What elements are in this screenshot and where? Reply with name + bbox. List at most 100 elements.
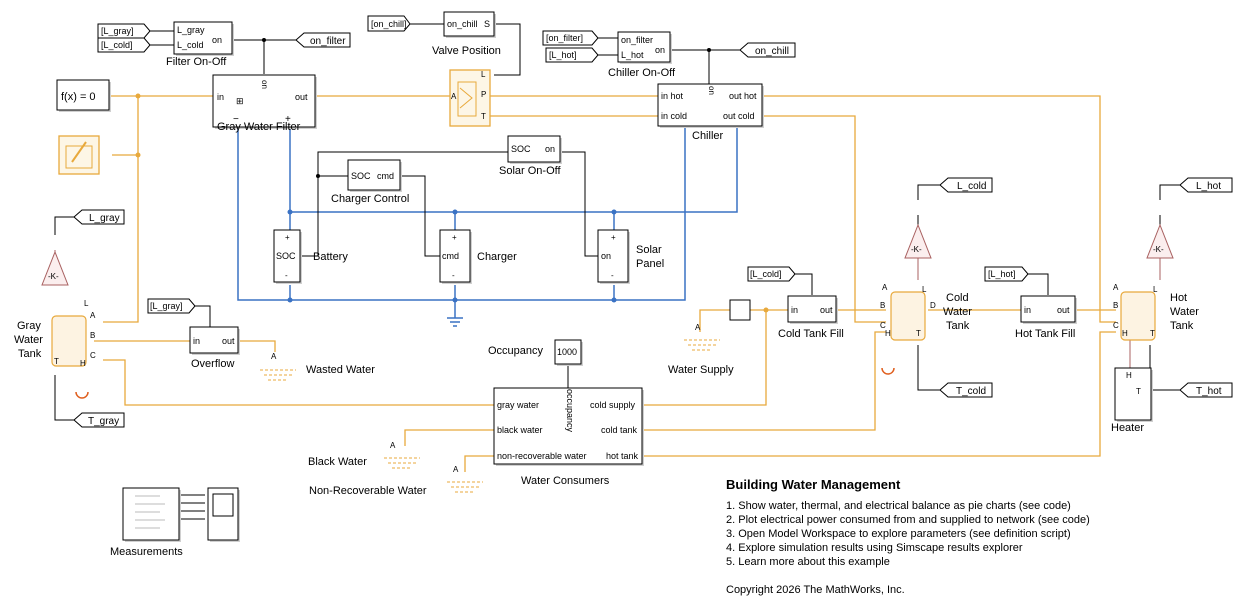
svg-text:T: T	[54, 357, 59, 366]
measurements-subsystem[interactable]: Measurements	[110, 487, 183, 558]
heater-label: Heater	[1111, 422, 1144, 434]
from-tag-l-hot-2[interactable]: [L_hot]	[984, 266, 1029, 282]
measurements-label: Measurements	[110, 546, 183, 558]
goto-tag-l-hot[interactable]: L_hot	[1179, 177, 1233, 193]
wasted-water-reservoir[interactable]: A Wasted Water	[260, 352, 375, 381]
from-tag-on-filter[interactable]: [on_filter]	[542, 30, 599, 46]
valve-position-block[interactable]: on_chill S Valve Position	[432, 11, 501, 57]
charger-control-block[interactable]: SOC cmd Charger Control	[331, 159, 409, 205]
svg-text:in: in	[791, 305, 798, 315]
chiller-onoff-block[interactable]: on_filter L_hot on Chiller On-Off	[608, 31, 676, 79]
chiller-label: Chiller	[692, 130, 724, 142]
solver-configuration-block[interactable]: f(x) = 0	[56, 79, 111, 112]
svg-text:T: T	[1150, 329, 1155, 338]
hot-water-tank-label: Hot	[1170, 292, 1187, 304]
svg-text:L_gray: L_gray	[177, 25, 205, 35]
note-link-5[interactable]: 5. Learn more about this example	[726, 556, 890, 568]
svg-text:in hot: in hot	[661, 91, 684, 101]
note-link-4[interactable]: 4. Explore simulation results using Sims…	[726, 542, 1023, 554]
battery-block[interactable]: + SOC - Battery	[273, 229, 348, 284]
model-workspace-icon[interactable]	[58, 135, 100, 175]
svg-text:Panel: Panel	[636, 258, 664, 270]
goto-tag-t-hot[interactable]: T_hot	[1179, 382, 1233, 398]
svg-text:on: on	[655, 45, 665, 55]
note-link-2[interactable]: 2. Plot electrical power consumed from a…	[726, 514, 1090, 526]
chiller-block[interactable]: in hot out hot in cold out cold on Chill…	[657, 83, 764, 142]
solar-panel-block[interactable]: + on - Solar Panel	[597, 229, 664, 284]
solar-onoff-block[interactable]: SOC on Solar On-Off	[499, 135, 562, 177]
water-consumers-block[interactable]: gray water black water non-recoverable w…	[493, 387, 644, 487]
cold-tank-fill-label: Cold Tank Fill	[778, 328, 844, 340]
gray-water-tank[interactable]: L A B C H T Gray Water Tank	[14, 299, 96, 399]
nonrecoverable-water-label: Non-Recoverable Water	[309, 485, 427, 497]
svg-text:Water: Water	[1170, 306, 1199, 318]
note-link-1[interactable]: 1. Show water, thermal, and electrical b…	[726, 500, 1071, 512]
svg-text:+: +	[611, 233, 616, 242]
hot-water-tank[interactable]: A B C L H T Hot Water Tank	[1113, 283, 1199, 341]
from-tag-l-cold-2[interactable]: [L_cold]	[747, 266, 796, 282]
charger-block[interactable]: + cmd - Charger	[439, 229, 517, 284]
goto-tag-l-gray[interactable]: L_gray	[73, 209, 125, 225]
gray-water-filter-block[interactable]: in out on ⊞ − + Gray Water Filter	[212, 74, 317, 133]
goto-tag-on-filter[interactable]: on_filter	[295, 32, 351, 48]
heater-block[interactable]: H T Heater	[1111, 367, 1153, 434]
svg-text:Water: Water	[14, 334, 43, 346]
svg-text:on: on	[212, 35, 222, 45]
svg-text:L_cold: L_cold	[177, 40, 204, 50]
goto-tag-t-cold[interactable]: T_cold	[939, 382, 993, 398]
solar-onoff-label: Solar On-Off	[499, 165, 561, 177]
svg-text:on: on	[707, 86, 716, 95]
svg-text:out hot: out hot	[729, 91, 757, 101]
gain-block-gray[interactable]: -K-	[41, 250, 69, 286]
occupancy-constant[interactable]: Occupancy 1000	[488, 339, 583, 366]
cold-tank-fill-block[interactable]: in out Cold Tank Fill	[778, 295, 844, 340]
occupancy-label: Occupancy	[488, 345, 544, 357]
svg-text:on_filter: on_filter	[310, 36, 346, 47]
from-tag-l-cold-1[interactable]: [L_cold]	[97, 37, 151, 53]
valve-block[interactable]: L A P T	[449, 69, 491, 127]
svg-text:T: T	[916, 329, 921, 338]
nonrecoverable-water-reservoir[interactable]: A Non-Recoverable Water	[309, 465, 483, 497]
overflow-block[interactable]: in out Overflow	[189, 326, 240, 370]
filter-onoff-block[interactable]: L_gray L_cold on Filter On-Off	[166, 21, 234, 68]
from-tag-on-chill[interactable]: [on_chill]	[367, 15, 411, 32]
svg-text:on_chill: on_chill	[755, 46, 789, 57]
svg-text:black water: black water	[497, 425, 543, 435]
svg-text:T_cold: T_cold	[956, 386, 986, 397]
svg-text:out cold: out cold	[723, 111, 755, 121]
svg-text:[L_hot]: [L_hot]	[988, 269, 1016, 279]
svg-text:Tank: Tank	[946, 320, 970, 332]
black-water-reservoir[interactable]: A Black Water	[308, 441, 420, 469]
goto-tag-on-chill[interactable]: on_chill	[739, 42, 796, 58]
svg-text:SOC: SOC	[276, 251, 296, 261]
gain-block-hot[interactable]: -K-	[1146, 223, 1174, 259]
svg-text:A: A	[1113, 283, 1119, 292]
goto-tag-t-gray[interactable]: T_gray	[73, 412, 125, 428]
from-tag-l-gray-1[interactable]: [L_gray]	[97, 23, 151, 39]
hot-tank-fill-block[interactable]: in out Hot Tank Fill	[1015, 295, 1077, 340]
svg-text:+: +	[452, 233, 457, 242]
svg-text:out: out	[1057, 305, 1070, 315]
goto-tag-l-cold[interactable]: L_cold	[939, 177, 993, 193]
svg-text:hot tank: hot tank	[606, 451, 639, 461]
svg-text:-K-: -K-	[48, 272, 59, 281]
charger-label: Charger	[477, 251, 517, 263]
gain-block-cold[interactable]: -K-	[904, 223, 932, 259]
scope-icon[interactable]	[207, 487, 240, 542]
svg-text:[L_cold]: [L_cold]	[101, 40, 133, 50]
water-supply-reservoir[interactable]: A Water Supply	[668, 323, 734, 376]
from-tag-l-gray-2[interactable]: [L_gray]	[147, 298, 196, 314]
svg-text:cold supply: cold supply	[590, 400, 636, 410]
cold-water-tank[interactable]: A B C D L H T Cold Water Tank	[880, 283, 972, 375]
svg-text:in: in	[217, 92, 224, 102]
svg-text:out: out	[295, 92, 308, 102]
svg-text:[L_cold]: [L_cold]	[750, 269, 782, 279]
svg-text:in: in	[193, 336, 200, 346]
note-link-3[interactable]: 3. Open Model Workspace to explore param…	[726, 528, 1071, 540]
svg-text:L_hot: L_hot	[621, 50, 644, 60]
svg-text:out: out	[222, 336, 235, 346]
svg-text:H: H	[885, 329, 891, 338]
svg-text:A: A	[695, 323, 701, 332]
from-tag-l-hot-1[interactable]: [L_hot]	[545, 47, 599, 63]
flow-source-block[interactable]	[729, 299, 751, 321]
